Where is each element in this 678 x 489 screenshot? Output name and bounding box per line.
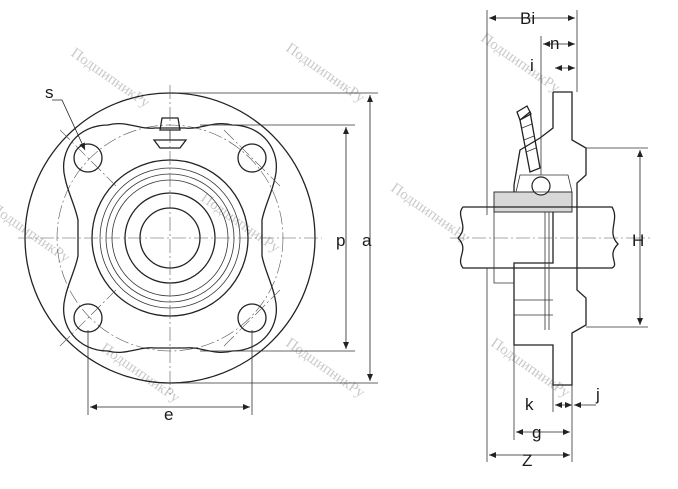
label-s: s: [45, 83, 54, 102]
bolt-hole: [73, 143, 103, 173]
label-i: i: [530, 56, 534, 75]
watermark-text: ПодшипникРу: [283, 335, 368, 401]
grease-nipple-side-icon: [516, 105, 541, 173]
label-e: e: [164, 405, 173, 424]
ball-icon: [531, 176, 551, 196]
housing-section: [513, 92, 554, 212]
watermark-text: ПодшипникРу: [68, 45, 153, 111]
label-k: k: [525, 395, 534, 414]
watermark-text: ПодшипникРу: [283, 40, 368, 106]
label-Z: Z: [522, 451, 532, 470]
front-view: s p a e: [18, 83, 378, 424]
label-a: a: [362, 231, 372, 250]
bearing-section: [493, 191, 573, 213]
label-g: g: [532, 423, 541, 442]
watermark-text: ПодшипникРу: [198, 190, 283, 256]
label-n: n: [550, 34, 559, 53]
flange-plate: [513, 91, 587, 386]
label-j: j: [595, 385, 600, 404]
s-leader: [52, 99, 86, 151]
watermark-text: ПодшипникРу: [0, 200, 73, 266]
side-view: Bi n i H k j g Z: [450, 9, 650, 470]
shaft: [457, 206, 619, 269]
label-Bi: Bi: [520, 9, 535, 28]
bolt-hole: [237, 143, 267, 173]
label-H: H: [632, 231, 644, 250]
label-p: p: [336, 231, 345, 250]
